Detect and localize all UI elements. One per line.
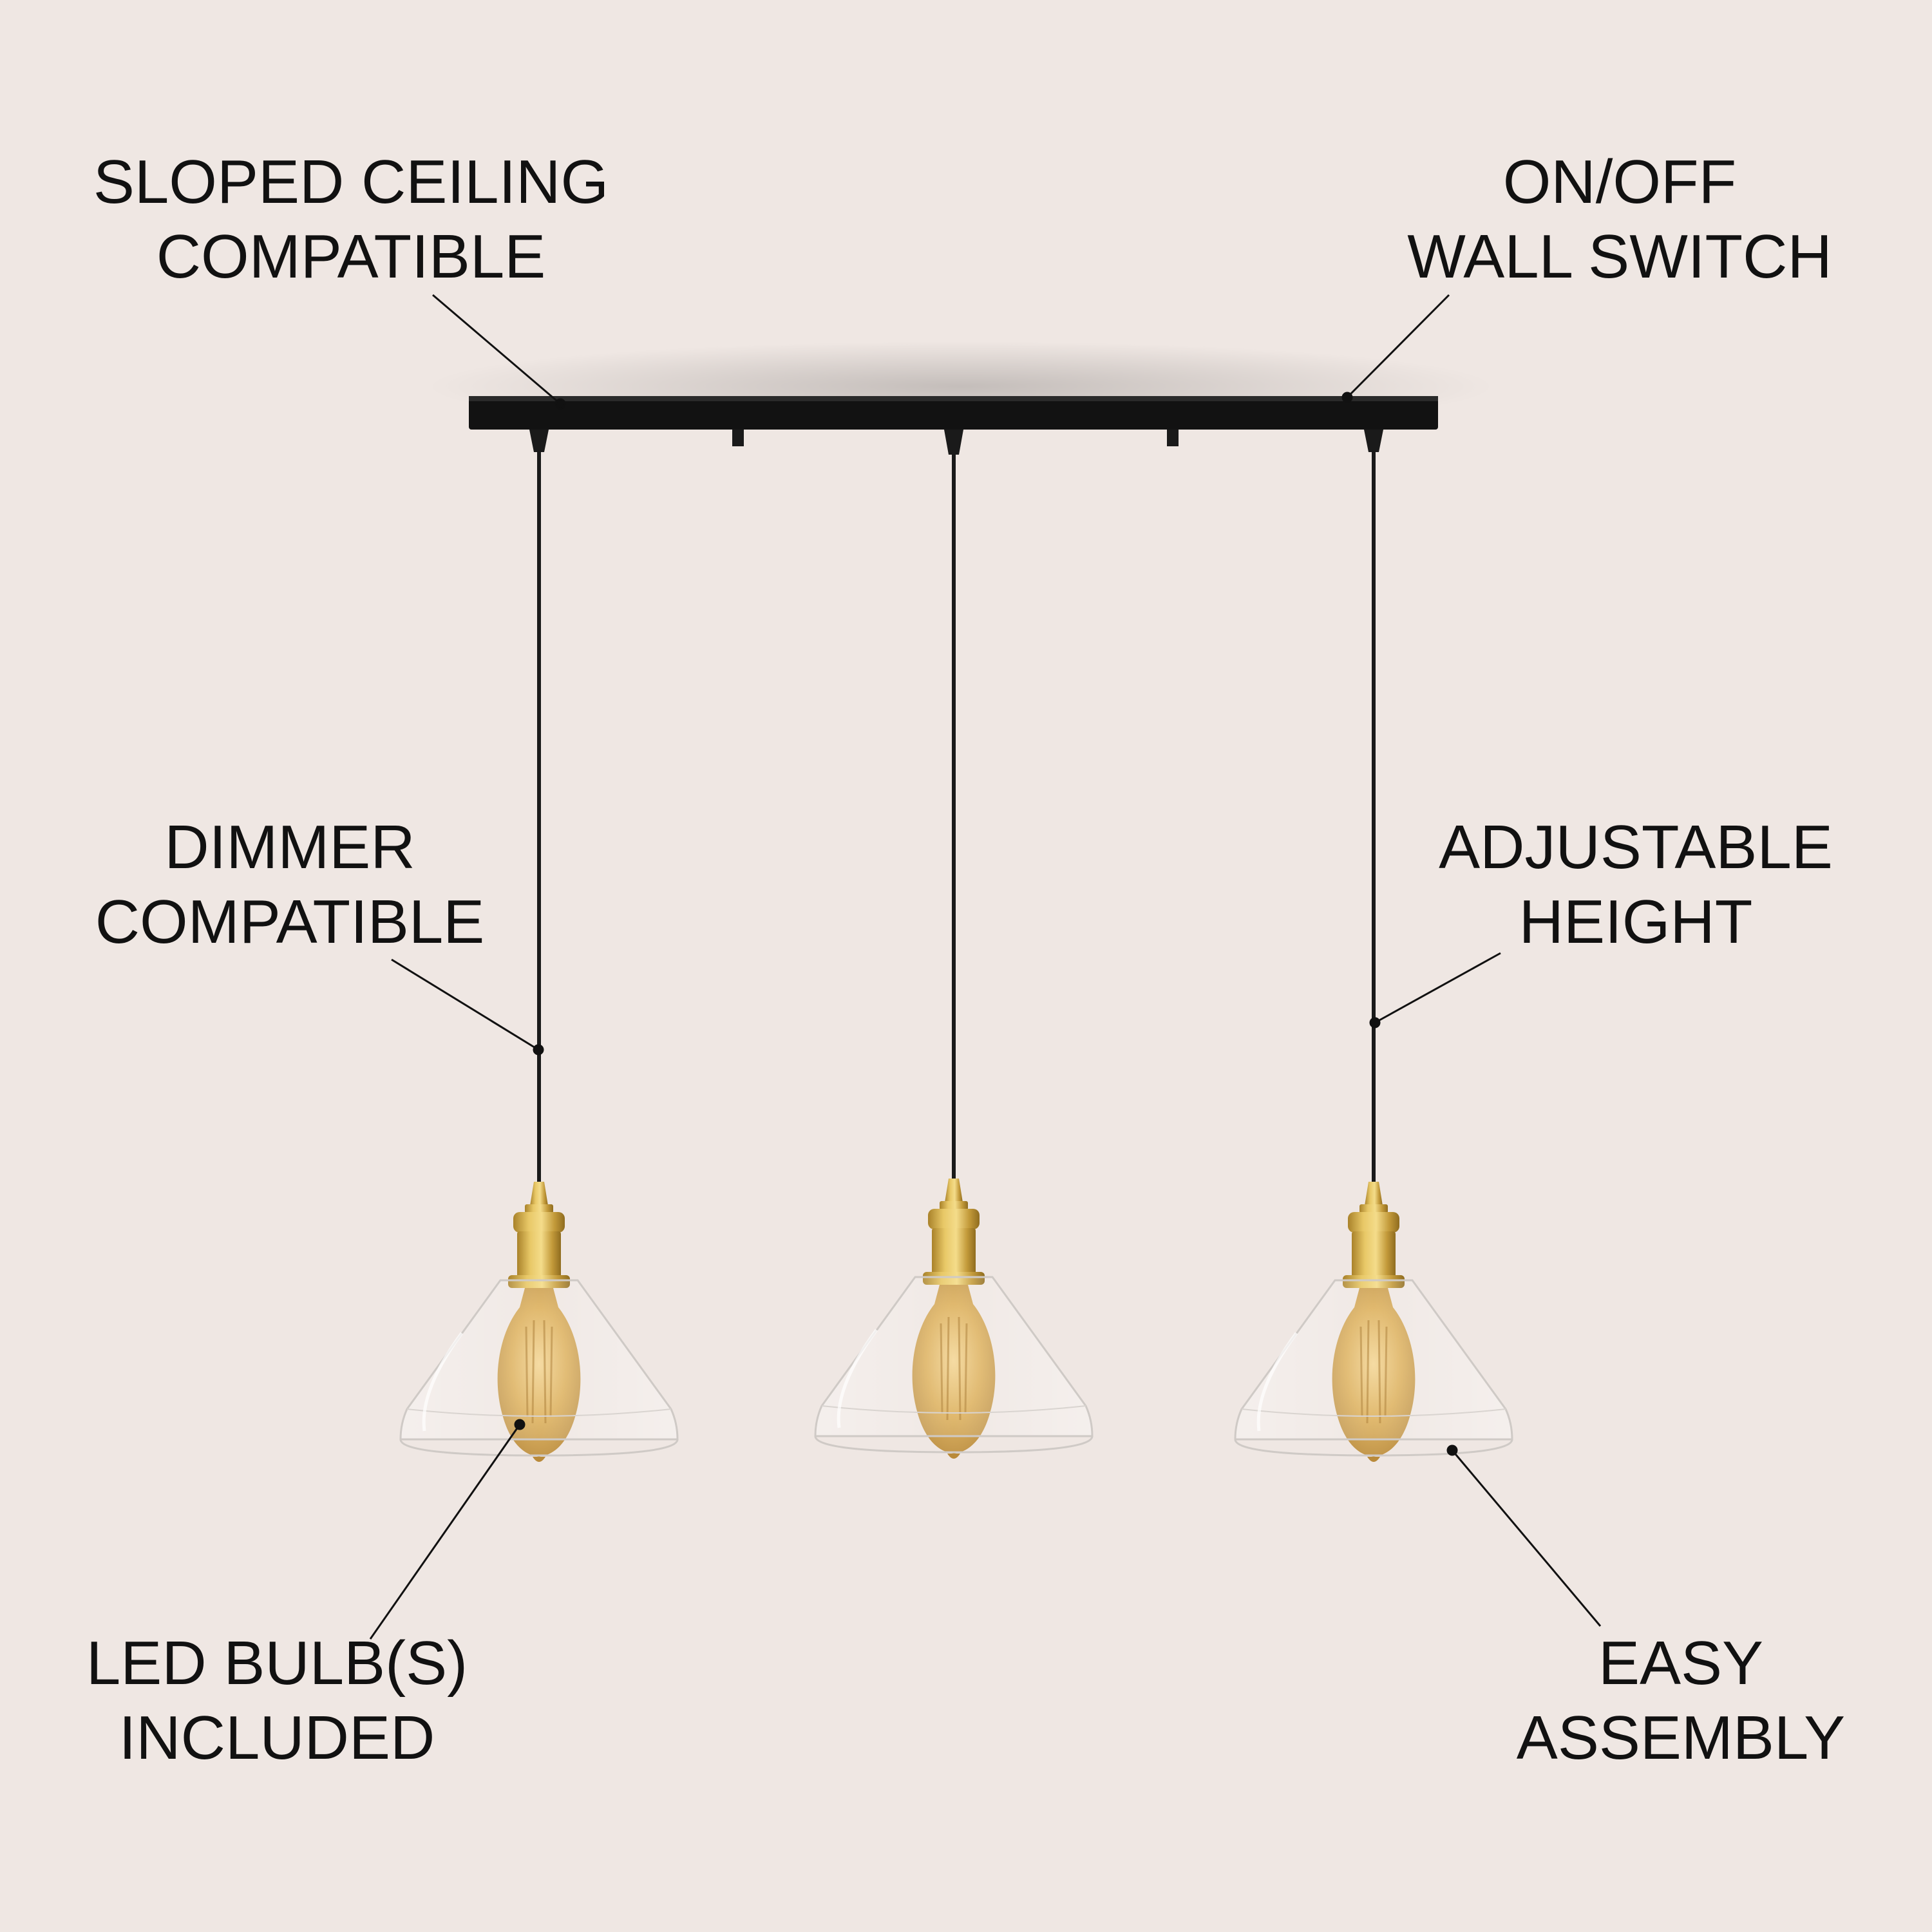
label-led-line1: LED BULB(S) xyxy=(86,1629,468,1698)
label-onoff-line1: ON/OFF xyxy=(1502,147,1737,216)
callout-dot-easy xyxy=(1446,1444,1458,1456)
label-adjust-line2: HEIGHT xyxy=(1519,887,1753,956)
callout-line-dimmer xyxy=(391,958,539,1051)
label-sloped-line2: COMPATIBLE xyxy=(156,222,546,291)
canopy-screw-left xyxy=(732,430,744,446)
callout-line-onoff xyxy=(1346,294,1450,399)
callout-line-easy xyxy=(1451,1450,1602,1627)
callout-line-sloped xyxy=(432,294,561,405)
pendant-right xyxy=(1235,1182,1512,1462)
label-sloped-ceiling-compatible: SLOPED CEILING COMPATIBLE xyxy=(52,145,650,294)
callout-dot-adjust xyxy=(1369,1017,1381,1028)
callout-dot-led xyxy=(514,1419,526,1430)
canopy-bar xyxy=(469,396,1438,430)
label-dimmer-line1: DIMMER xyxy=(164,813,415,882)
callout-line-led xyxy=(369,1424,521,1640)
label-led-line2: INCLUDED xyxy=(118,1703,435,1772)
pendant-center xyxy=(815,1179,1092,1459)
label-dimmer-line2: COMPATIBLE xyxy=(95,887,485,956)
cord-grip-left xyxy=(529,430,549,452)
pendant-left xyxy=(401,1182,677,1462)
callout-dot-onoff xyxy=(1341,392,1353,403)
canopy-screw-right xyxy=(1167,430,1179,446)
cord-grip-center xyxy=(944,430,963,455)
callout-dot-sloped xyxy=(554,398,566,410)
callout-dot-dimmer xyxy=(533,1044,544,1056)
label-easy-line1: EASY xyxy=(1598,1629,1764,1698)
label-on-off-wall-switch: ON/OFF WALL SWITCH xyxy=(1385,145,1855,294)
label-led-bulbs-included: LED BULB(S) INCLUDED xyxy=(52,1626,502,1776)
label-adjustable-height: ADJUSTABLE HEIGHT xyxy=(1404,810,1868,960)
label-easy-assembly: EASY ASSEMBLY xyxy=(1481,1626,1880,1776)
label-onoff-line2: WALL SWITCH xyxy=(1407,222,1832,291)
cord-grip-right xyxy=(1364,430,1383,452)
label-sloped-line1: SLOPED CEILING xyxy=(93,147,609,216)
callout-line-adjust xyxy=(1374,952,1501,1024)
label-dimmer-compatible: DIMMER COMPATIBLE xyxy=(52,810,528,960)
label-adjust-line1: ADJUSTABLE xyxy=(1439,813,1833,882)
label-easy-line2: ASSEMBLY xyxy=(1516,1703,1846,1772)
